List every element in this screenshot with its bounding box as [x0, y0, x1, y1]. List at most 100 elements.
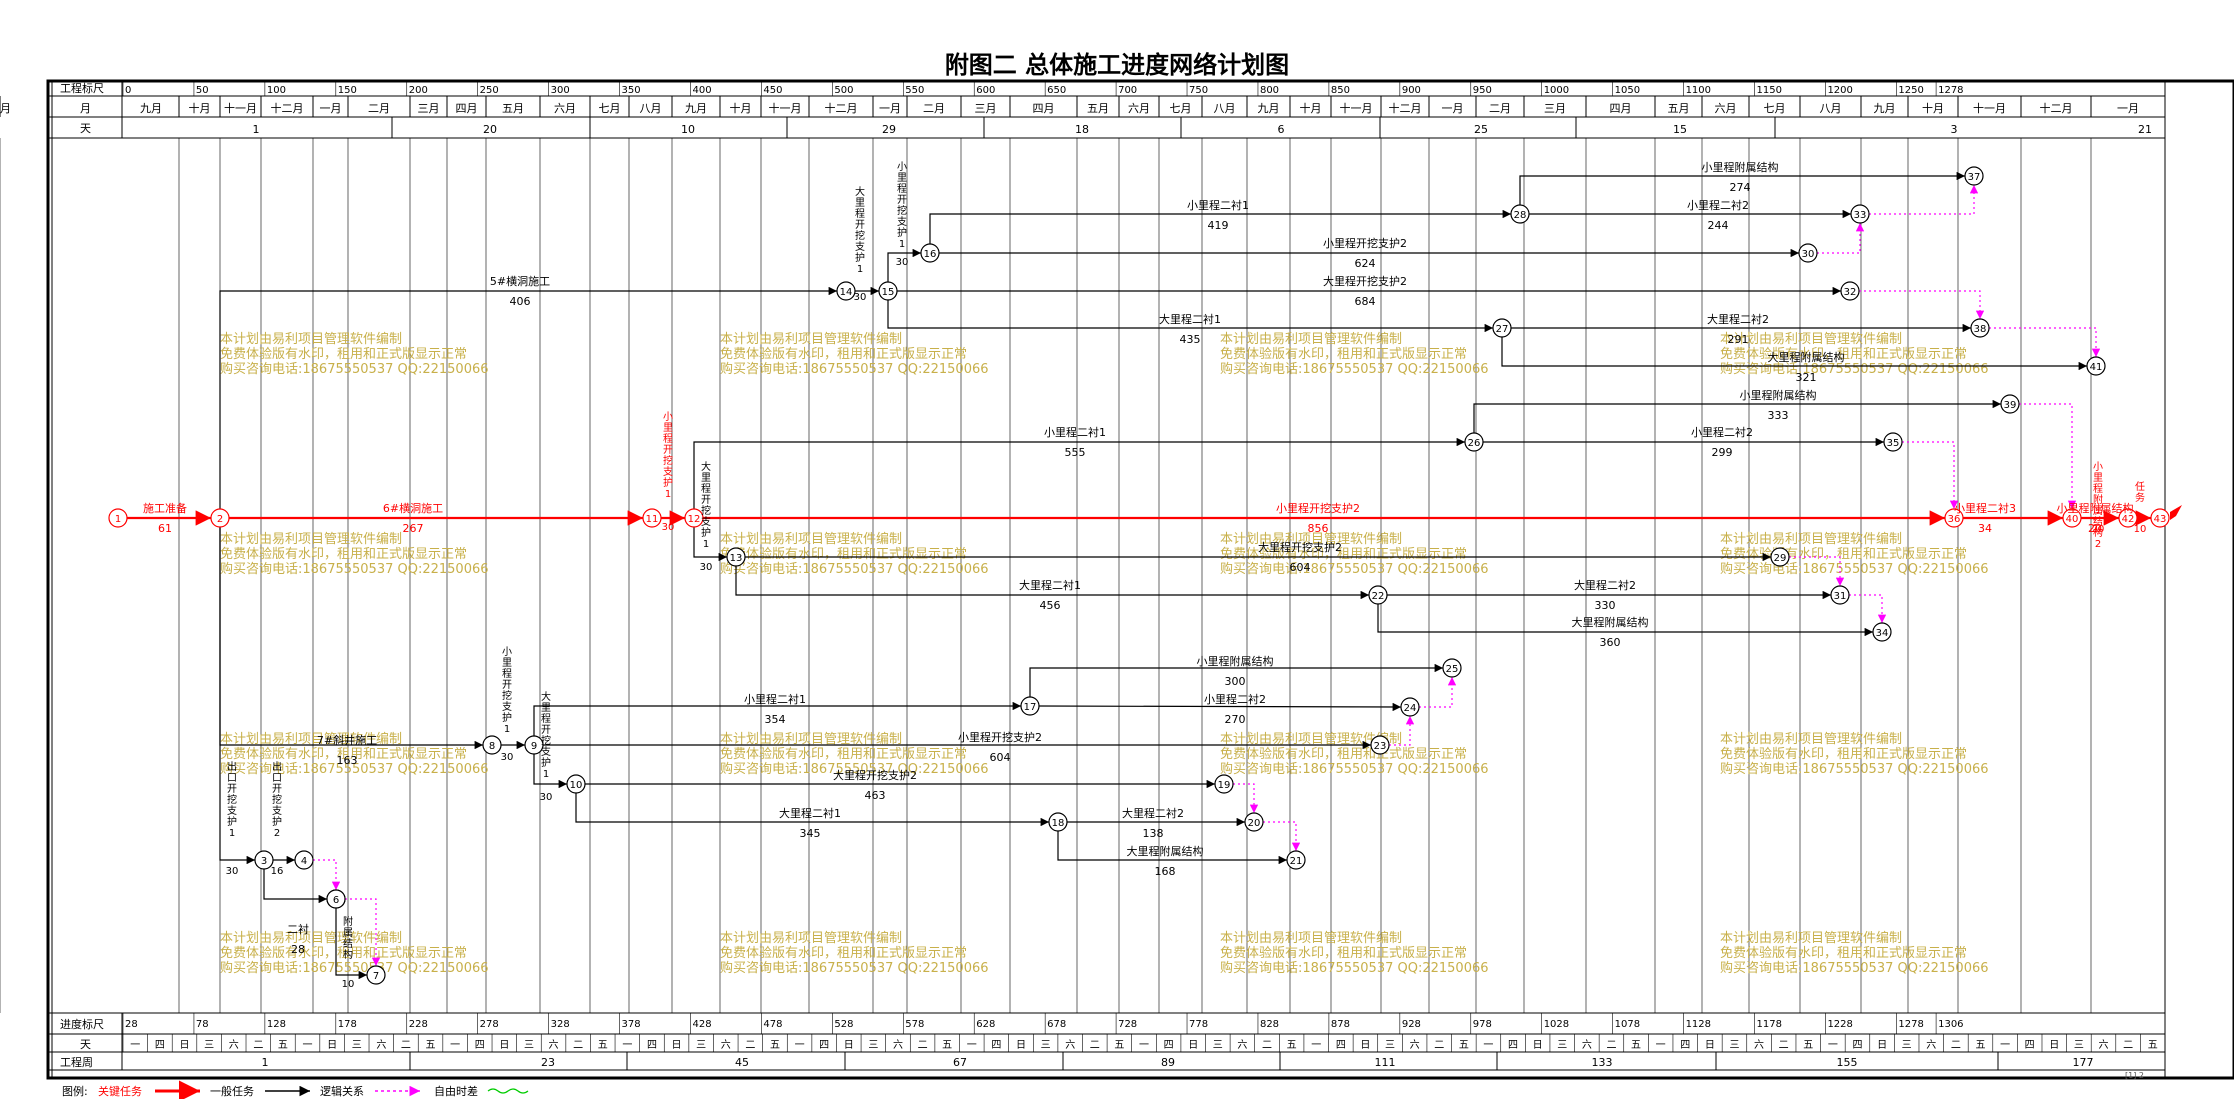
node-34[interactable]: 34	[1872, 622, 1892, 642]
node-41[interactable]: 41	[2086, 356, 2106, 376]
weekday-cell: 一	[2000, 1040, 2010, 1051]
vertical-label-char: 支	[701, 516, 711, 528]
vertical-label-char: 小	[663, 411, 673, 423]
node-43[interactable]: 43	[2150, 508, 2170, 528]
vertical-label-char: 护	[272, 815, 282, 828]
node-23[interactable]: 23	[1370, 735, 1390, 755]
node-7[interactable]: 7	[366, 965, 386, 985]
task-duration: 168	[1155, 865, 1176, 878]
week-cell: 23	[541, 1056, 555, 1069]
node-4[interactable]: 4	[294, 850, 314, 870]
node-1[interactable]: 1	[108, 508, 128, 528]
watermark-line: 免费体验版有水印，租用和正式版显示正常	[1720, 546, 1967, 562]
week-cell: 89	[1161, 1056, 1175, 1069]
month-cell: 十二月	[1389, 101, 1422, 115]
node-3[interactable]: 3	[254, 850, 274, 870]
weekday-cell: 一	[967, 1040, 977, 1051]
node-14[interactable]: 14	[836, 281, 856, 301]
vertical-label-char: 里	[541, 702, 551, 714]
task-duration: 463	[865, 789, 886, 802]
svg-text:25: 25	[1446, 664, 1459, 675]
node-2[interactable]: 2	[210, 508, 230, 528]
day-mark: 10	[681, 123, 695, 136]
node-31[interactable]: 31	[1830, 585, 1850, 605]
vertical-label-char: 里	[897, 172, 907, 184]
node-32[interactable]: 32	[1840, 281, 1860, 301]
scale-tick-label: 350	[622, 85, 641, 96]
node-18[interactable]: 18	[1048, 812, 1068, 832]
node-37[interactable]: 37	[1964, 166, 1984, 186]
node-21[interactable]: 21	[1286, 850, 1306, 870]
scale-tick-label: 0	[125, 85, 131, 96]
vertical-label-char: 结	[343, 937, 353, 950]
node-35[interactable]: 35	[1883, 432, 1903, 452]
vertical-label-char: 程	[855, 208, 865, 220]
node-6[interactable]: 6	[326, 889, 346, 909]
task-duration: 354	[765, 713, 786, 726]
svg-text:17: 17	[1024, 702, 1037, 713]
edge-27-41	[1501, 337, 2087, 371]
weekday-cell: 三	[2074, 1040, 2084, 1051]
month-cell: 十一月	[1973, 101, 2006, 115]
vertical-label-char: 1	[703, 539, 709, 550]
watermark-line: 本计划由易利项目管理软件编制	[1720, 931, 1902, 946]
month-cell: 十月	[1922, 101, 1944, 115]
edge-32-38	[1859, 290, 1985, 319]
month-cell: 七月	[1764, 102, 1786, 115]
day-row-label: 天	[80, 122, 91, 135]
node-25[interactable]: 25	[1442, 658, 1462, 678]
task-duration: 435	[1180, 333, 1201, 346]
month-cell: 一月	[2117, 102, 2139, 115]
node-38[interactable]: 38	[1970, 318, 1990, 338]
node-19[interactable]: 19	[1214, 774, 1234, 794]
scale-tick-label: 100	[267, 85, 286, 96]
node-24[interactable]: 24	[1400, 697, 1420, 717]
node-36[interactable]: 36	[1944, 508, 1964, 528]
month-cell: 八月	[640, 102, 662, 115]
node-15[interactable]: 15	[878, 281, 898, 301]
month-cell: 十一月	[224, 101, 257, 115]
node-13[interactable]: 13	[726, 547, 746, 567]
svg-text:37: 37	[1968, 172, 1981, 183]
node-39[interactable]: 39	[2000, 394, 2020, 414]
node-22[interactable]: 22	[1368, 585, 1388, 605]
node-33[interactable]: 33	[1850, 204, 1870, 224]
watermark-line: 本计划由易利项目管理软件编制	[220, 931, 402, 946]
node-16[interactable]: 16	[920, 243, 940, 263]
task-duration: 333	[1768, 409, 1789, 422]
scale-tick-label: 1000	[1544, 85, 1569, 96]
node-11[interactable]: 11	[642, 508, 662, 528]
watermark-line: 购买咨询电话:18675550537 QQ:22150066	[1720, 361, 1989, 377]
vertical-label-char: 小	[2093, 461, 2103, 473]
node-30[interactable]: 30	[1798, 243, 1818, 263]
vertical-label-char: 开	[855, 220, 865, 231]
day-mark: 21	[2138, 123, 2152, 136]
node-10[interactable]: 10	[566, 774, 586, 794]
vertical-label-duration: 20	[2092, 524, 2105, 535]
month-cell: 四月	[1610, 102, 1632, 115]
node-26[interactable]: 26	[1464, 432, 1484, 452]
node-42[interactable]: 42	[2118, 508, 2138, 528]
node-20[interactable]: 20	[1244, 812, 1264, 832]
weekday-row-label: 天	[80, 1038, 91, 1051]
node-8[interactable]: 8	[482, 735, 502, 755]
svg-text:20: 20	[1248, 818, 1261, 829]
node-17[interactable]: 17	[1020, 696, 1040, 716]
vertical-label-char: 大	[541, 690, 551, 703]
node-28[interactable]: 28	[1510, 204, 1530, 224]
task-name: 小里程开挖支护2	[958, 730, 1042, 744]
weekday-cell: 四	[819, 1040, 829, 1051]
node-29[interactable]: 29	[1770, 547, 1790, 567]
node-27[interactable]: 27	[1492, 318, 1512, 338]
weekday-cell: 四	[1164, 1040, 1174, 1051]
task-name: 施工准备	[143, 501, 187, 515]
vertical-label-char: 护	[855, 251, 865, 264]
node-12[interactable]: 12	[684, 508, 704, 528]
edge-18-21	[1057, 831, 1287, 865]
month-cell: 九月	[1258, 102, 1280, 115]
task-duration: 20	[2088, 522, 2102, 535]
weekday-cell: 六	[1582, 1039, 1592, 1051]
weekday-cell: 二	[745, 1040, 755, 1051]
node-40[interactable]: 40	[2062, 508, 2082, 528]
node-9[interactable]: 9	[524, 735, 544, 755]
